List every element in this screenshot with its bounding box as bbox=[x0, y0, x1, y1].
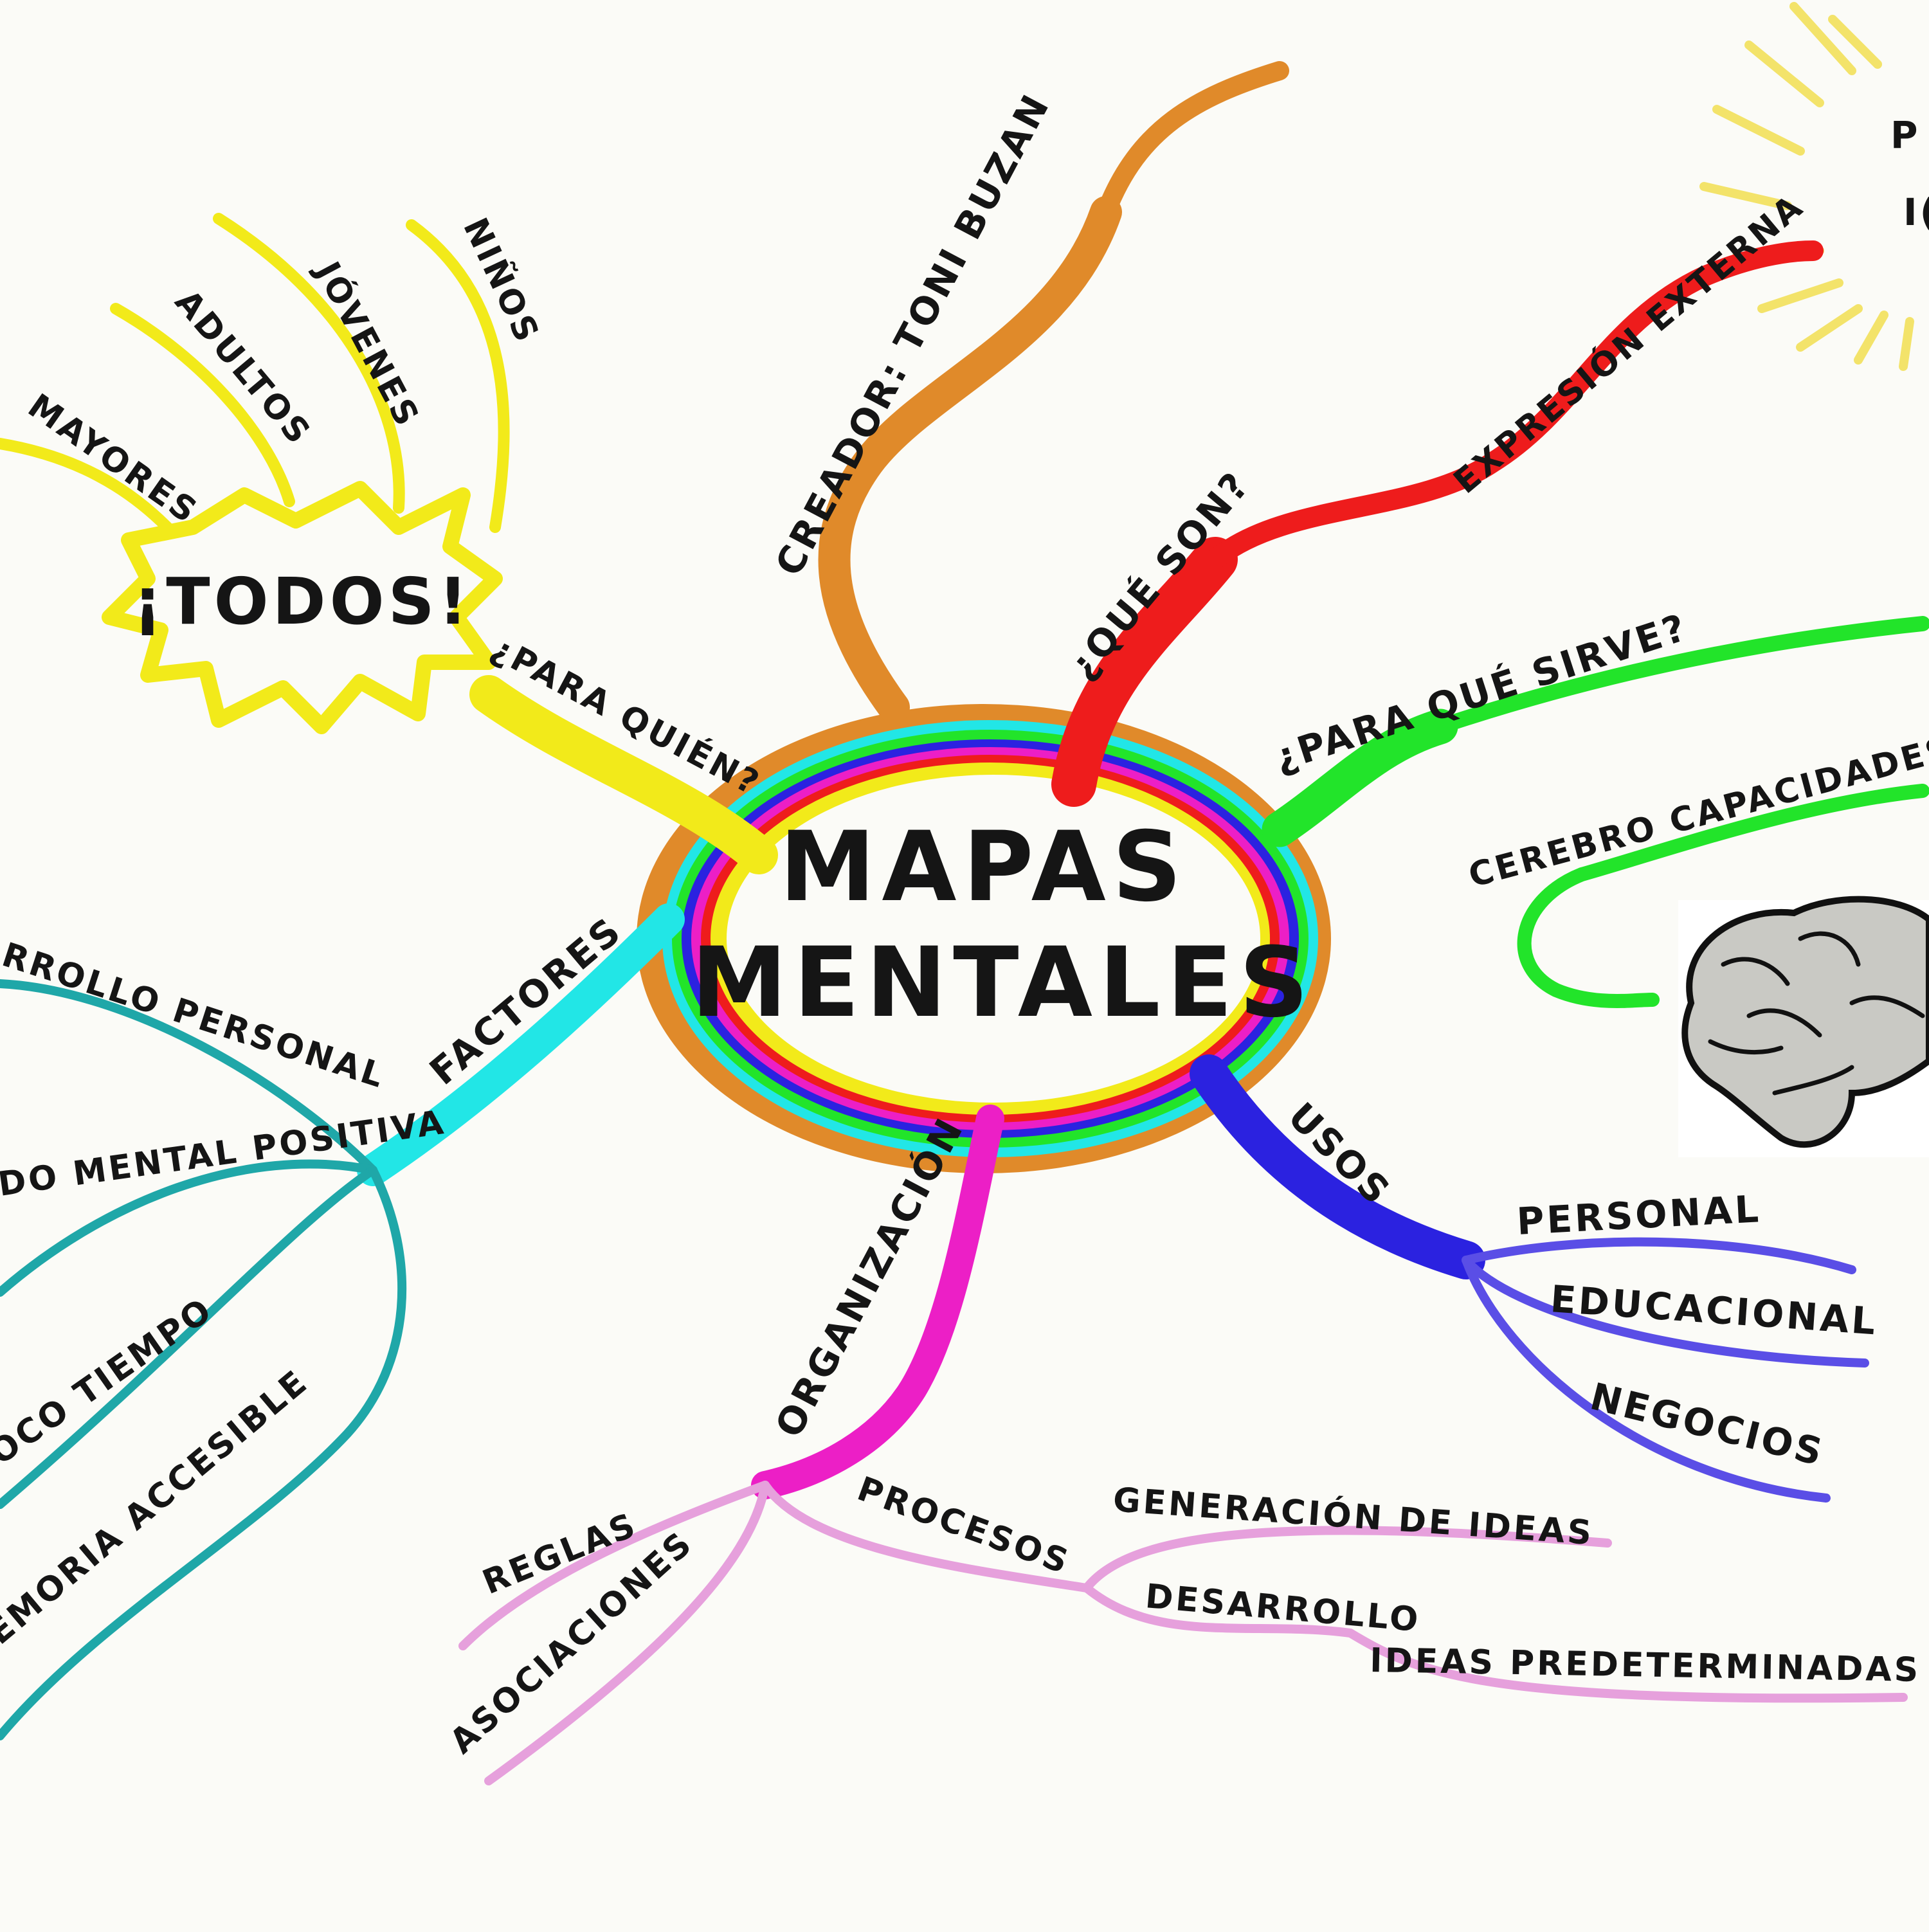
usos-item-personal: PERSONAL bbox=[1516, 1187, 1762, 1243]
sun-text-2: I( bbox=[1903, 190, 1929, 234]
center-title-line1: MAPAS bbox=[779, 811, 1188, 923]
factores-item-desarrollo-personal: RROLLO PERSONAL bbox=[0, 935, 390, 1096]
usos-item-educacional: EDUCACIONAL bbox=[1549, 1277, 1879, 1343]
para-quien-item-jovenes: JÓVENES bbox=[307, 253, 428, 434]
branch-creador: CREADOR: TONI BUZAN bbox=[766, 61, 1289, 723]
sun-text-1: P bbox=[1890, 113, 1921, 157]
center-title-line2: MENTALES bbox=[691, 927, 1315, 1039]
procesos-item-ideas-predeterminadas: IDEAS PREDETERMINADAS bbox=[1370, 1641, 1921, 1690]
brain-icon bbox=[1678, 896, 1929, 1157]
branch-que-son-sub: EXPRESIÓN EXTERNA bbox=[1446, 186, 1812, 501]
center-node: MAPAS MENTALES bbox=[637, 704, 1331, 1173]
todos-burst bbox=[102, 481, 503, 734]
branch-para-quien: ¡TODOS! ¿PARA QUIÉN? MAYORES ADULTOS JÓV… bbox=[0, 212, 778, 874]
sun-icon: P I( bbox=[1699, 2, 1929, 371]
factores-item-poco-tiempo: OCO TIEMPO bbox=[0, 1290, 221, 1473]
todos-burst-text: ¡TODOS! bbox=[133, 564, 471, 639]
branch-factores: FACTORES RROLLO PERSONAL DO MENTAL POSIT… bbox=[0, 903, 685, 1740]
usos-item-negocios: NEGOCIOS bbox=[1586, 1375, 1829, 1475]
branch-para-que-label: ¿PARA QUÉ SIRVE? bbox=[1269, 604, 1693, 780]
branch-para-que-sub: CEREBRO CAPACIDADES bbox=[1465, 729, 1929, 896]
